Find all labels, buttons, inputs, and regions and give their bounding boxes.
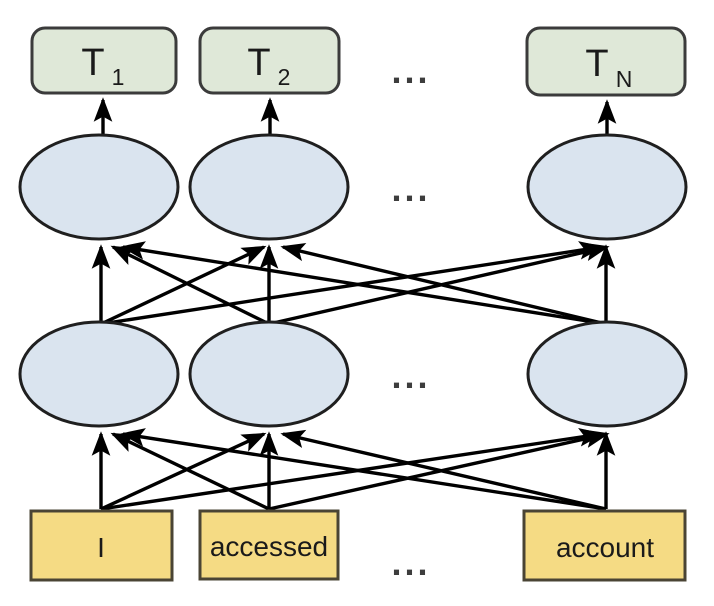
- edge-E1-H1-2: [100, 432, 267, 511]
- hidden-node-H2-N[interactable]: [526, 133, 688, 241]
- input-layer: I accessed account: [29, 509, 687, 582]
- input-label-EN: account: [556, 532, 654, 563]
- output-node-TN[interactable]: T N: [525, 26, 687, 97]
- edge-EN-H1-1: [120, 428, 607, 511]
- edges-input-to-hidden1: [91, 427, 616, 511]
- edge-H1-1-H2-N: [100, 241, 604, 326]
- hidden-node-H1-N[interactable]: [526, 320, 688, 428]
- output-label-T1: T: [81, 42, 104, 84]
- input-box-E2[interactable]: [198, 509, 340, 581]
- output-label-T2: T: [247, 42, 270, 84]
- output-label-TN: T: [585, 43, 608, 85]
- ellipsis-hidden1-row: ...: [391, 355, 430, 396]
- input-node-E2[interactable]: accessed: [198, 509, 340, 581]
- ellipsis-input-row: ...: [391, 542, 430, 583]
- hidden-node-H2-2[interactable]: [188, 133, 350, 241]
- edge-H1-1-H2-2: [100, 245, 267, 326]
- input-label-E1: I: [97, 532, 105, 563]
- edge-H1-2-H2-1: [110, 245, 270, 326]
- ellipsis-output-row: ...: [391, 50, 430, 91]
- output-layer: T 1 T 2 T N: [30, 26, 687, 97]
- hidden-node-H1-1[interactable]: [18, 320, 180, 428]
- hidden-layer-1: [18, 320, 688, 428]
- ellipsis-group: ... ... ... ...: [391, 50, 430, 583]
- output-node-T1[interactable]: T 1: [30, 26, 178, 95]
- output-box-T1[interactable]: [30, 26, 178, 95]
- output-node-T2[interactable]: T 2: [198, 26, 341, 95]
- input-node-EN[interactable]: account: [522, 509, 687, 582]
- input-label-E2: accessed: [210, 531, 328, 562]
- hidden-node-H1-2[interactable]: [188, 320, 350, 428]
- hidden-layer-2: [18, 133, 688, 241]
- edge-E1-H1-N: [100, 427, 604, 511]
- output-box-T2[interactable]: [198, 26, 341, 95]
- edge-H1-N-H2-1: [120, 241, 607, 326]
- output-box-TN[interactable]: [525, 26, 687, 97]
- edge-H1-N-H2-2: [280, 242, 607, 326]
- input-box-EN[interactable]: [522, 509, 687, 582]
- edges-hidden2-to-output: [93, 97, 617, 137]
- input-node-E1[interactable]: I: [29, 509, 174, 582]
- hidden-node-H2-1[interactable]: [18, 133, 180, 241]
- output-sublabel-T1: 1: [112, 64, 125, 90]
- output-sublabel-TN: N: [616, 66, 633, 92]
- edge-EN-H1-2: [280, 429, 607, 511]
- input-box-E1[interactable]: [29, 509, 174, 582]
- output-sublabel-T2: 2: [278, 64, 291, 90]
- ellipsis-hidden2-row: ...: [391, 168, 430, 209]
- edges-hidden1-to-hidden2: [91, 241, 616, 326]
